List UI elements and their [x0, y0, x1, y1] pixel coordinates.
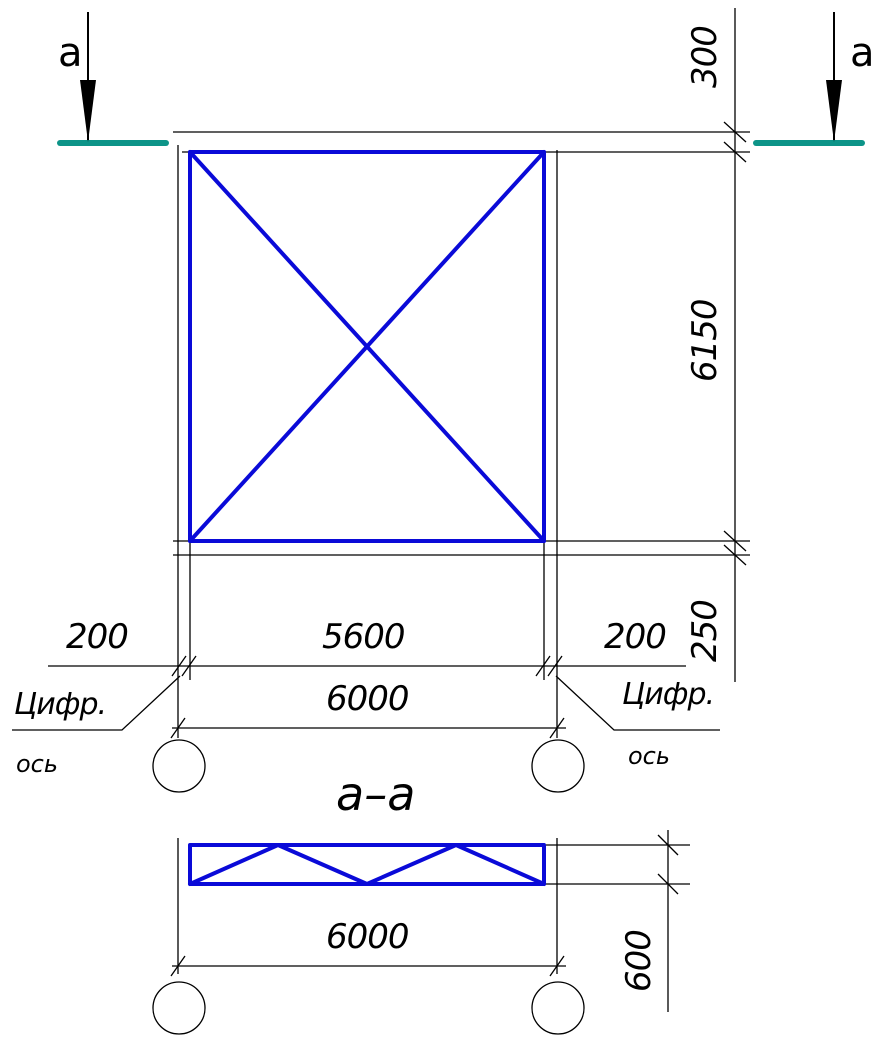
dimension-plan-height: 6150	[685, 299, 725, 382]
section-marker-right-letter: a	[850, 30, 875, 76]
section-marker-left: a	[57, 12, 169, 146]
section-title: а–а	[336, 767, 415, 821]
section-marker-left-letter: a	[58, 30, 83, 76]
section-marker-right: a	[753, 12, 875, 146]
plan-frame	[188, 150, 546, 543]
cut-arrowhead-left	[80, 80, 96, 142]
section-axis-bubble-left	[152, 981, 206, 1035]
section-dimension-height: 600	[619, 930, 659, 992]
dimension-top-offset: 300	[685, 26, 725, 88]
axis-label-left-line1: Цифр.	[14, 687, 106, 722]
truss-chords	[188, 843, 546, 886]
dimension-right-edge: 200	[604, 617, 666, 657]
plan-diagonal-2	[188, 150, 546, 543]
dimension-bottom-offset: 250	[685, 600, 725, 662]
section-dimension-span: 6000	[326, 917, 409, 957]
plan-view: 300 6150 250 200 5600 200 6000 Цифр. ось…	[12, 8, 750, 793]
axis-label-right-line1: Цифр.	[622, 677, 714, 712]
axis-label-right-line2: ось	[628, 742, 670, 770]
cut-arrowhead-right	[826, 80, 842, 142]
axis-label-left-line2: ось	[16, 750, 58, 778]
truss-web	[188, 843, 546, 886]
dimension-left-edge: 200	[66, 617, 128, 657]
axis-bubble-right	[531, 739, 585, 793]
axis-bubble-left	[152, 739, 206, 793]
section-axis-bubble-right	[531, 981, 585, 1035]
dimension-inner-span: 5600	[322, 617, 405, 657]
dimension-axis-span: 6000	[326, 679, 409, 719]
section-view: а–а 600 6000	[152, 767, 690, 1035]
